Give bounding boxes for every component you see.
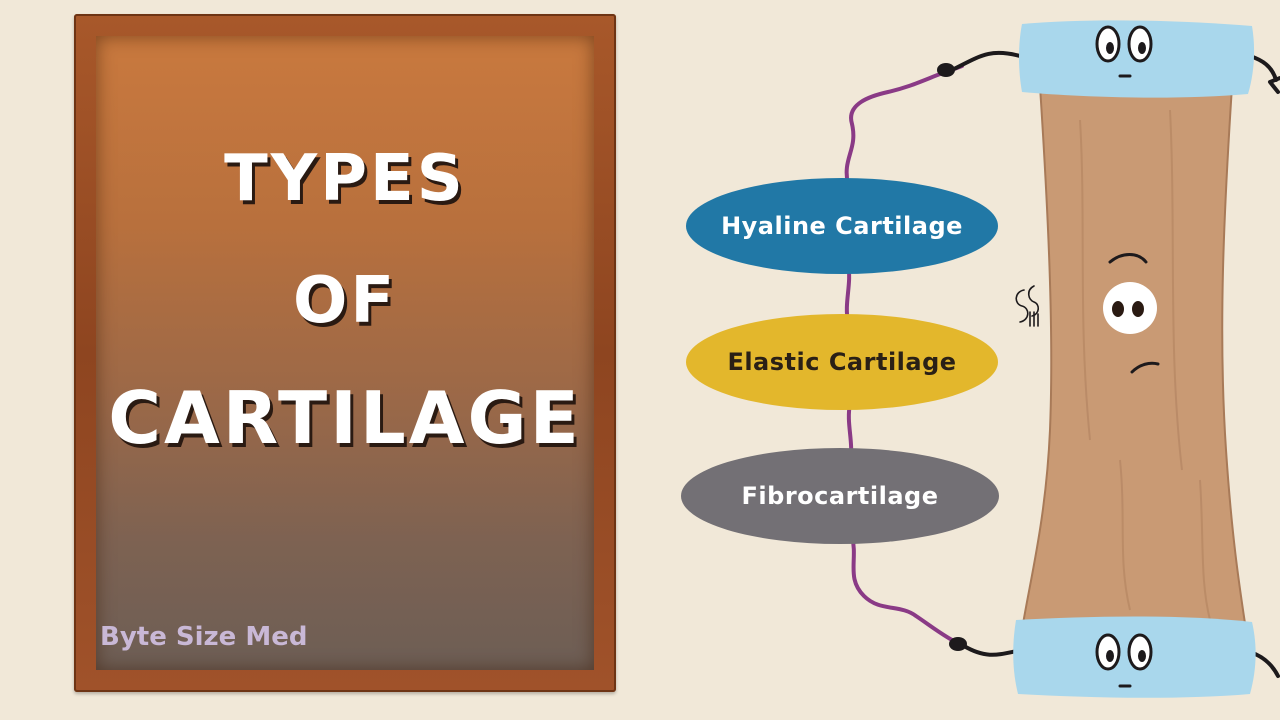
watermark: Byte Size Med bbox=[100, 622, 308, 652]
fibrocartilage-label: Fibrocartilage bbox=[681, 448, 999, 544]
bottom-cap-face bbox=[1095, 633, 1153, 688]
title-line-2: OF bbox=[292, 264, 398, 338]
bone-shaft bbox=[1020, 85, 1248, 631]
connector-bottom bbox=[850, 534, 954, 642]
board-surface bbox=[96, 36, 594, 670]
elastic-cartilage-text: Elastic Cartilage bbox=[727, 348, 957, 376]
hyaline-cartilage-text: Hyaline Cartilage bbox=[721, 212, 963, 240]
elastic-cartilage-label: Elastic Cartilage bbox=[686, 314, 998, 410]
bone-texture bbox=[1079, 109, 1211, 621]
title-line-1: TYPES bbox=[224, 142, 466, 216]
title-line-3: CARTILAGE bbox=[108, 376, 582, 460]
fibrocartilage-text: Fibrocartilage bbox=[741, 482, 939, 510]
shaft-face bbox=[1103, 253, 1160, 374]
connector-top bbox=[844, 64, 964, 186]
hyaline-cartilage-label: Hyaline Cartilage bbox=[686, 178, 998, 274]
top-cap-face bbox=[1095, 25, 1153, 78]
signature-mark bbox=[1015, 285, 1040, 327]
